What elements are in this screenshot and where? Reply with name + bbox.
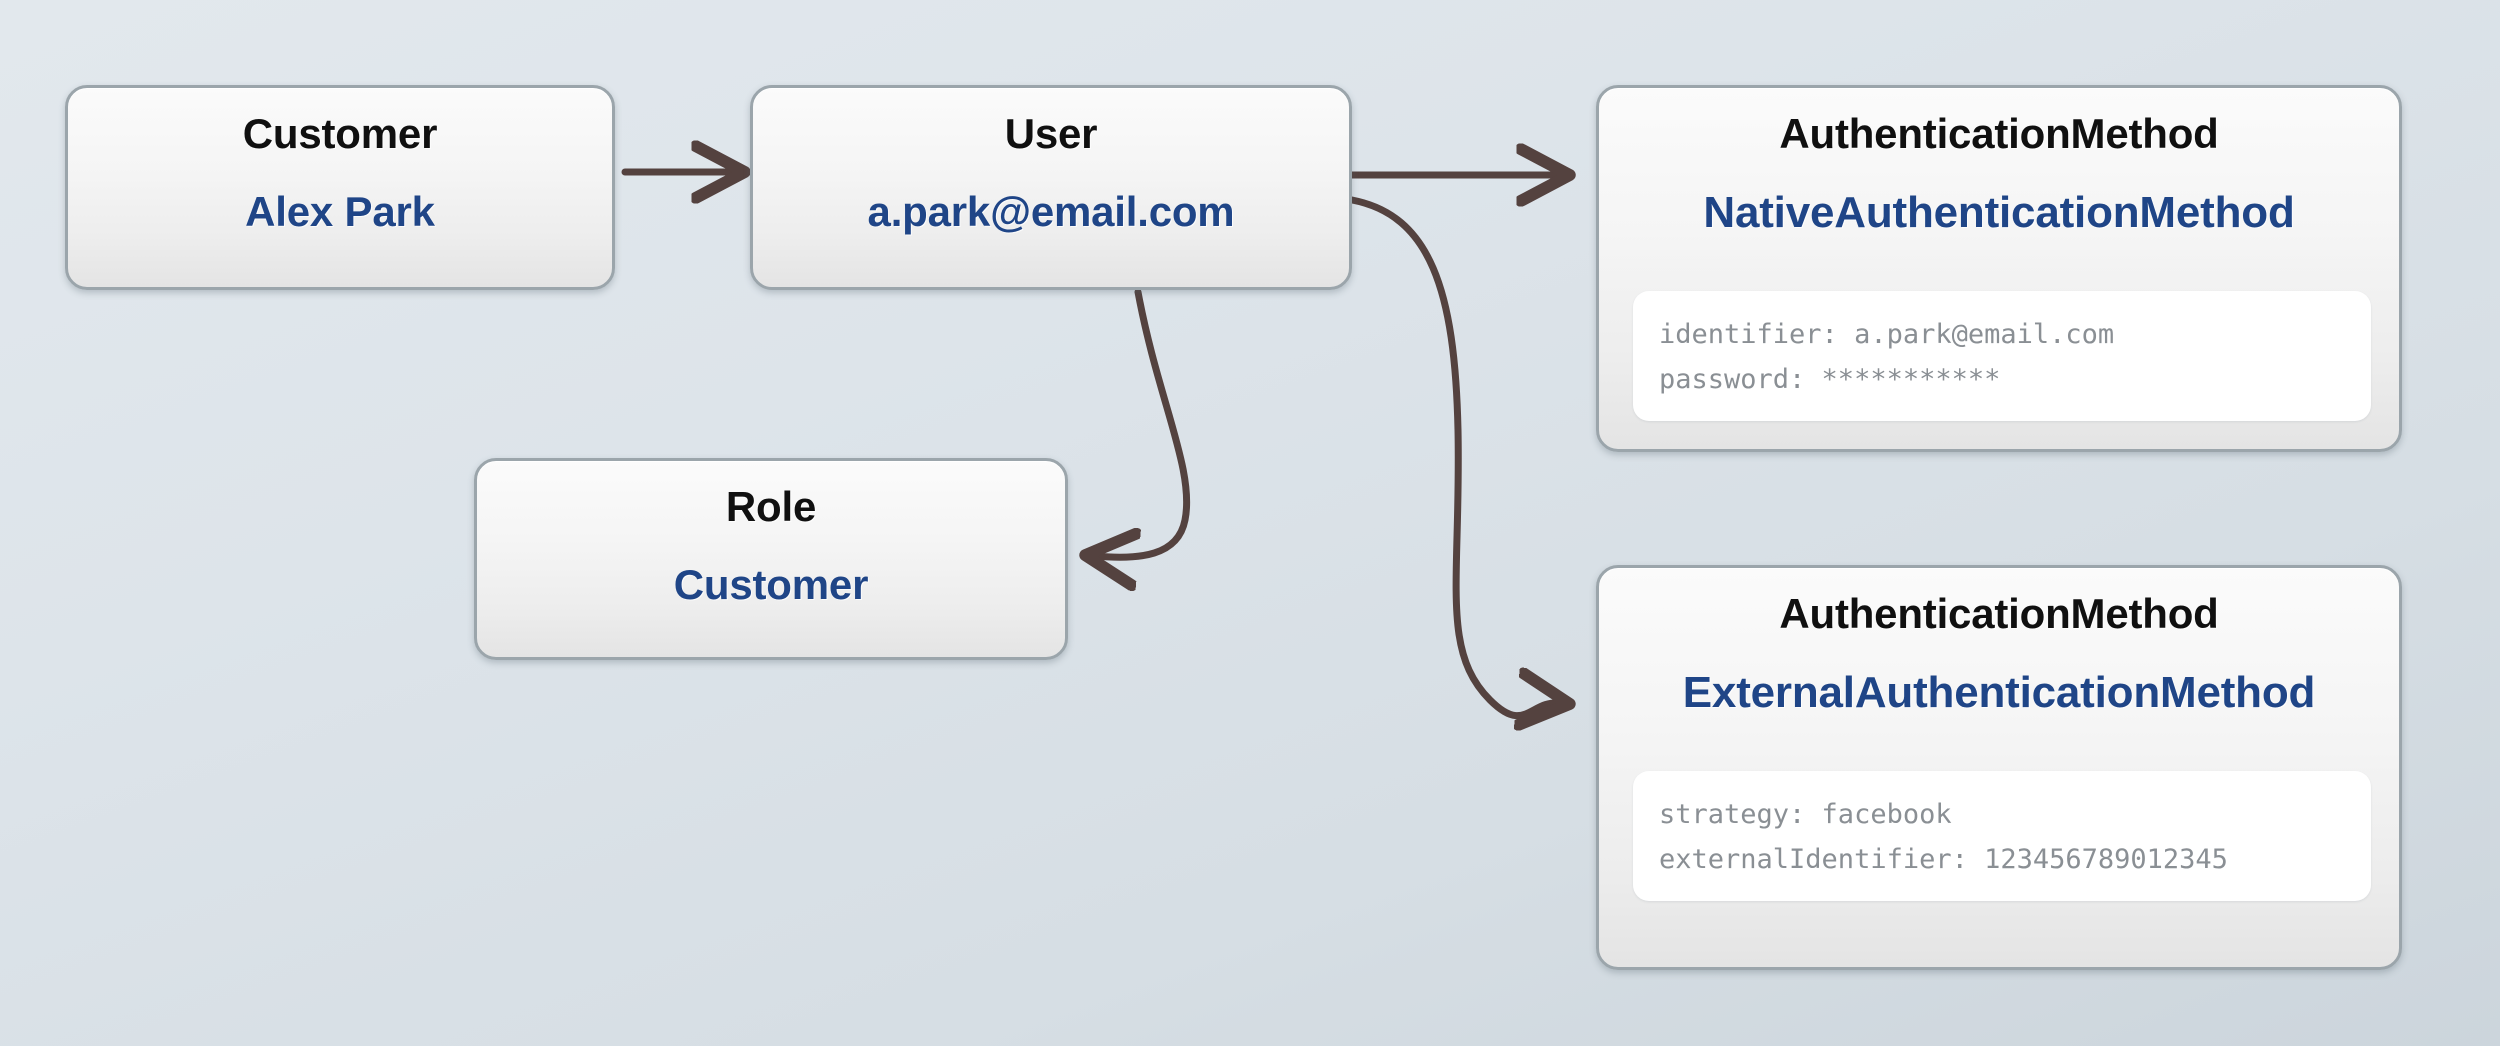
node-role-value: Customer — [673, 561, 869, 609]
external-auth-detail-panel: strategy: facebook externalIdentifier: 1… — [1633, 771, 2371, 901]
edge-user-to-role — [1095, 288, 1191, 557]
node-external-authentication-method[interactable]: AuthenticationMethod ExternalAuthenticat… — [1596, 565, 2402, 970]
external-auth-detail-strategy: strategy: facebook — [1659, 799, 1952, 830]
node-customer-value: Alex Park — [245, 188, 435, 236]
node-native-authentication-method[interactable]: AuthenticationMethod NativeAuthenticatio… — [1596, 85, 2402, 452]
node-role[interactable]: Role Customer — [474, 458, 1068, 660]
node-external-auth-type: AuthenticationMethod — [1779, 590, 2219, 637]
native-auth-detail-identifier: identifier: a.park@email.com — [1659, 319, 2115, 350]
node-native-auth-type: AuthenticationMethod — [1779, 110, 2219, 157]
node-customer-type: Customer — [242, 110, 438, 157]
node-native-auth-value: NativeAuthenticationMethod — [1703, 188, 2295, 238]
node-user-type: User — [1004, 110, 1098, 157]
node-customer[interactable]: Customer Alex Park — [65, 85, 615, 290]
node-role-type: Role — [725, 483, 817, 530]
native-auth-detail-panel: identifier: a.park@email.com password: *… — [1633, 291, 2371, 421]
external-auth-detail-external-identifier: externalIdentifier: 123456789012345 — [1659, 843, 2228, 875]
native-auth-detail-password: password: *********** — [1659, 363, 2001, 395]
node-user[interactable]: User a.park@email.com — [750, 85, 1352, 290]
node-external-auth-value: ExternalAuthenticationMethod — [1682, 668, 2316, 718]
edge-user-to-external-auth — [1348, 196, 1560, 716]
node-user-value: a.park@email.com — [867, 188, 1235, 236]
